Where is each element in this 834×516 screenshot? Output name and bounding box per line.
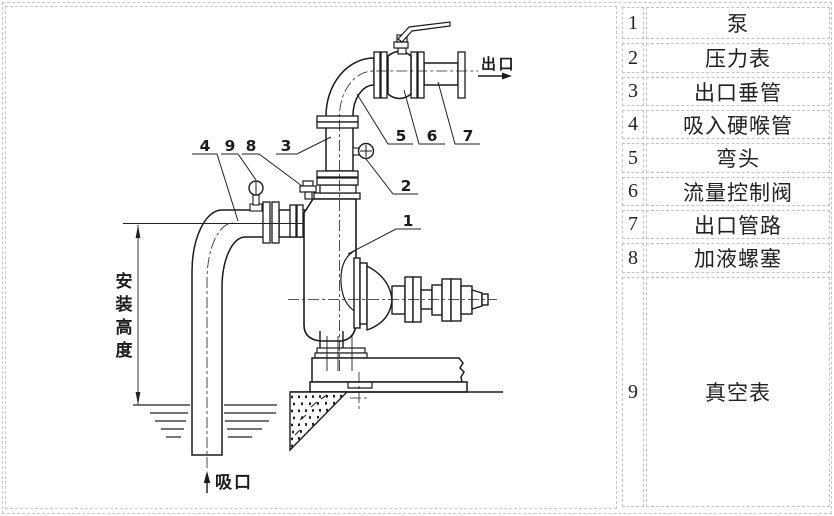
part-name-cell: 压力表 xyxy=(646,43,830,73)
baseplate-flange xyxy=(309,381,468,393)
callout-7: 7 xyxy=(463,127,474,145)
svg-text:安: 安 xyxy=(116,271,133,291)
callout-4: 4 xyxy=(200,137,211,155)
text-annotations: 出口 吸口 安 装 高 度 xyxy=(115,55,516,492)
svg-text:装: 装 xyxy=(115,294,133,314)
pump-body xyxy=(299,180,361,342)
concrete-texture xyxy=(290,394,347,448)
valve-packing-nut xyxy=(393,41,409,49)
part-number-cell: 5 xyxy=(622,143,644,173)
part-name-cell: 出口管路 xyxy=(646,210,830,239)
foot-bolts xyxy=(326,336,353,371)
callout-leaders xyxy=(192,81,480,255)
outlet-arrow-head xyxy=(502,72,512,80)
svg-text:高: 高 xyxy=(116,317,133,337)
part-number-cell: 8 xyxy=(622,243,644,273)
foundation-outline xyxy=(289,391,349,452)
part-number-cell: 9 xyxy=(622,277,644,507)
callout-2: 2 xyxy=(401,177,412,195)
callout-3: 3 xyxy=(281,137,292,155)
part-number-cell: 4 xyxy=(622,110,644,139)
suction-label: 吸口 xyxy=(215,473,253,492)
part-name-cell: 泵 xyxy=(646,7,830,39)
suction-arrow-head xyxy=(203,471,211,483)
pump-top-collar xyxy=(313,192,361,200)
part-name-cell: 真空表 xyxy=(646,277,830,507)
dimension-arrows xyxy=(135,225,141,405)
part-number-cell: 6 xyxy=(622,177,644,206)
part-number-cell: 3 xyxy=(622,77,644,106)
coupling-disc xyxy=(450,278,462,322)
part-number-cell: 2 xyxy=(622,43,644,73)
callout-6: 6 xyxy=(427,127,438,145)
filling-plug xyxy=(299,180,317,200)
part-name-cell: 出口垂管 xyxy=(646,77,830,106)
part-name-cell: 加液螺塞 xyxy=(646,243,830,273)
pump-top-flange xyxy=(319,184,357,194)
callout-9: 9 xyxy=(225,137,236,155)
bearing-and-coupling xyxy=(353,257,489,331)
pressure-gauge xyxy=(352,142,375,160)
callout-8: 8 xyxy=(246,137,257,155)
bearing-bell xyxy=(366,264,393,331)
vacuum-gauge xyxy=(248,180,264,212)
pump-casing xyxy=(303,198,357,342)
centerlines xyxy=(206,70,497,468)
baseplate-top xyxy=(311,357,465,383)
pump-foot xyxy=(319,331,344,348)
callout-numbers: 1 2 3 4 9 8 5 6 7 xyxy=(200,127,474,230)
outlet-pipe xyxy=(423,62,459,86)
dimension-install-height xyxy=(123,223,304,406)
valve-stem xyxy=(397,47,407,55)
coupling-disc xyxy=(441,278,452,322)
valve-body xyxy=(387,50,412,100)
flanges xyxy=(262,51,466,244)
callout-5: 5 xyxy=(396,127,407,145)
water-hatching xyxy=(150,412,276,438)
svg-text:度: 度 xyxy=(116,340,134,360)
flow-control-valve xyxy=(387,21,451,100)
callout-1: 1 xyxy=(403,212,414,230)
part-number-cell: 7 xyxy=(622,210,644,239)
part-name-cell: 吸入硬喉管 xyxy=(646,110,830,139)
part-name-cell: 弯头 xyxy=(646,143,830,173)
pump-volute-line xyxy=(340,249,357,313)
anchor-notch xyxy=(347,382,373,389)
install-height-label: 安 装 高 度 xyxy=(115,271,134,360)
valve-handle xyxy=(397,21,451,43)
outlet-label: 出口 xyxy=(481,55,516,73)
suction-pipe xyxy=(191,209,265,456)
part-name-cell: 流量控制阀 xyxy=(646,177,830,206)
base-and-foundation xyxy=(289,331,503,452)
part-number-cell: 1 xyxy=(622,7,644,39)
flow-arrows xyxy=(203,72,512,493)
